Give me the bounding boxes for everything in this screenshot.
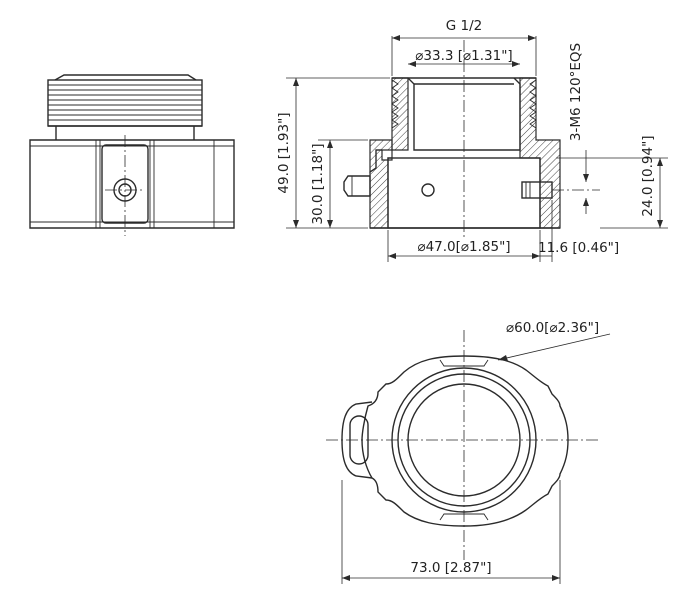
dimensions-top: ⌀60.0[⌀2.36"] 73.0 [2.87"] <box>341 320 611 584</box>
total-height-label: 49.0 [1.93"] <box>276 112 292 193</box>
screw-offset-label: 11.6 [0.46"] <box>538 240 619 256</box>
dimensions-section: G 1/2 ⌀33.3 [⌀1.31"] 49.0 [1.93"] 30.0 [… <box>276 18 668 262</box>
side-hole-icon <box>421 183 435 197</box>
section-view <box>343 40 600 240</box>
inner-diameter-label: ⌀33.3 [⌀1.31"] <box>415 48 512 64</box>
outer-diameter-label: ⌀47.0[⌀1.85"] <box>417 239 510 255</box>
flange-diameter-label: ⌀60.0[⌀2.36"] <box>506 320 599 336</box>
top-view <box>326 330 600 560</box>
thread-label: G 1/2 <box>446 18 482 34</box>
overall-width-label: 73.0 [2.87"] <box>410 560 491 576</box>
screw-spec-label: 3-M6 120°EQS <box>568 43 584 141</box>
side-view <box>29 74 235 236</box>
screw-height-label: 24.0 [0.94"] <box>640 135 656 216</box>
body-height-label: 30.0 [1.18"] <box>310 143 326 224</box>
